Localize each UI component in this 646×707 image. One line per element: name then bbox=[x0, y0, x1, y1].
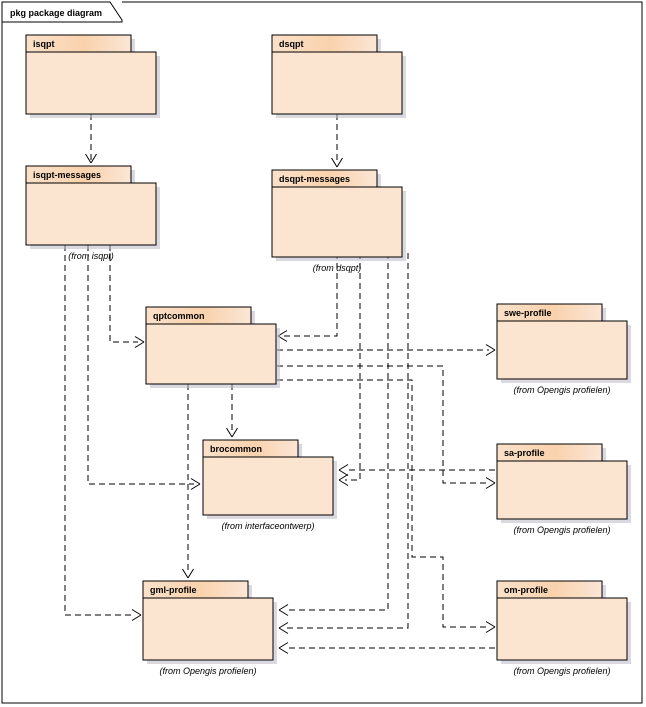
package-body[interactable] bbox=[496, 460, 628, 520]
dependency-arrowhead bbox=[485, 621, 496, 628]
dependency-line bbox=[285, 253, 389, 611]
dependency-dsqpt-messages-to-brocommon bbox=[338, 253, 361, 486]
dependency-line bbox=[109, 245, 138, 343]
package-name-label: isqpt-messages bbox=[33, 170, 101, 180]
dependency-arrowhead bbox=[134, 336, 145, 343]
frame-tab-label: pkg package diagram bbox=[10, 8, 102, 18]
package-from-label: (from Opengis profielen) bbox=[513, 666, 610, 676]
dependency-arrowhead bbox=[278, 604, 289, 611]
package-isqpt-messages[interactable]: isqpt-messages (from isqpt) bbox=[25, 165, 160, 261]
dependency-om-profile-to-gml-profile bbox=[278, 642, 495, 654]
package-name-label: swe-profile bbox=[504, 308, 552, 318]
dependency-arrowhead bbox=[485, 344, 496, 351]
dependency-arrowhead bbox=[485, 477, 496, 484]
dependency-arrowhead bbox=[190, 478, 201, 485]
package-name-label: brocommon bbox=[210, 444, 262, 454]
package-body[interactable] bbox=[202, 456, 334, 516]
dependency-isqpt-messages-to-brocommon bbox=[87, 245, 201, 490]
dependency-arrowhead bbox=[278, 647, 289, 654]
dependency-arrowhead bbox=[338, 469, 349, 476]
dependency-arrowhead bbox=[231, 427, 238, 438]
dependency-arrowhead bbox=[278, 609, 289, 616]
frame-tab bbox=[1, 1, 123, 23]
package-om-profile[interactable]: om-profile (from Opengis profielen) bbox=[496, 580, 631, 676]
package-dsqpt[interactable]: dsqpt bbox=[271, 34, 406, 118]
package-body[interactable] bbox=[271, 186, 403, 258]
dependency-arrowhead bbox=[90, 153, 97, 164]
dependency-line bbox=[285, 253, 409, 629]
dependency-arrowhead bbox=[131, 614, 142, 621]
dependency-qptcommon-to-swe-profile bbox=[277, 344, 496, 356]
dependency-arrowhead bbox=[187, 568, 194, 579]
package-isqpt[interactable]: isqpt bbox=[25, 34, 160, 118]
dependency-arrowhead bbox=[485, 349, 496, 356]
dependency-arrowhead bbox=[131, 609, 142, 616]
package-name-label: dsqpt bbox=[279, 39, 304, 49]
dependency-arrowhead bbox=[190, 483, 201, 490]
dependency-arrowhead bbox=[331, 157, 338, 168]
dependency-dsqpt-messages-to-gml-profile-a bbox=[278, 253, 389, 616]
dependency-arrowhead bbox=[485, 626, 496, 633]
dependency-arrowhead bbox=[338, 474, 349, 481]
dependency-dsqpt-to-dsqpt-messages bbox=[331, 114, 343, 168]
dependency-line bbox=[64, 245, 135, 616]
dependency-qptcommon-to-gml-profile bbox=[182, 384, 194, 579]
dependency-isqpt-to-isqpt-messages bbox=[85, 114, 97, 164]
package-name-label: gml-profile bbox=[150, 585, 197, 595]
package-body[interactable] bbox=[142, 597, 274, 661]
dependency-isqpt-messages-to-gml-profile bbox=[64, 245, 142, 621]
package-body[interactable] bbox=[25, 51, 157, 115]
dependency-arrowhead bbox=[338, 464, 349, 471]
dependency-arrowhead bbox=[485, 482, 496, 489]
dependency-qptcommon-to-brocommon bbox=[226, 384, 238, 438]
package-from-label: (from Opengis profielen) bbox=[513, 525, 610, 535]
dependency-arrowhead bbox=[226, 427, 233, 438]
package-body[interactable] bbox=[496, 597, 628, 661]
package-gml-profile[interactable]: gml-profile (from Opengis profielen) bbox=[142, 580, 277, 676]
package-name-label: om-profile bbox=[504, 585, 548, 595]
package-name-label: sa-profile bbox=[504, 448, 545, 458]
dependency-qptcommon-to-om-profile bbox=[277, 379, 496, 633]
package-body[interactable] bbox=[496, 320, 628, 380]
package-body[interactable] bbox=[271, 51, 403, 115]
dependency-arrowhead bbox=[278, 642, 289, 649]
package-brocommon[interactable]: brocommon (from interfaceontwerp) bbox=[202, 439, 337, 531]
dependency-isqpt-messages-to-qptcommon bbox=[109, 245, 145, 348]
package-from-label: (from Opengis profielen) bbox=[513, 385, 610, 395]
package-body[interactable] bbox=[145, 323, 277, 385]
dependency-arrowhead bbox=[278, 627, 289, 634]
package-dsqpt-messages[interactable]: dsqpt-messages (from dsqpt) bbox=[271, 169, 406, 273]
package-from-label: (from interfaceontwerp) bbox=[221, 521, 314, 531]
package-sa-profile[interactable]: sa-profile (from Opengis profielen) bbox=[496, 443, 631, 535]
dependency-arrowhead bbox=[278, 622, 289, 629]
package-name-label: qptcommon bbox=[153, 311, 205, 321]
package-body[interactable] bbox=[25, 182, 157, 246]
dependency-layer bbox=[64, 114, 496, 654]
package-from-label: (from isqpt) bbox=[68, 251, 114, 261]
package-from-label: (from Opengis profielen) bbox=[159, 666, 256, 676]
dependency-arrowhead bbox=[182, 568, 189, 579]
package-qptcommon[interactable]: qptcommon bbox=[145, 306, 280, 388]
package-swe-profile[interactable]: swe-profile (from Opengis profielen) bbox=[496, 303, 631, 395]
dependency-arrowhead bbox=[336, 157, 343, 168]
package-from-label: (from dsqpt) bbox=[313, 263, 362, 273]
dependency-arrowhead bbox=[134, 341, 145, 348]
dependency-dsqpt-messages-to-gml-profile-b bbox=[278, 253, 409, 634]
dependency-brocommon-to-sa-profile-link bbox=[338, 464, 495, 476]
dependency-line bbox=[284, 253, 338, 337]
package-layer: isqpt dsqpt isqpt-messages (from isqpt) dsqp… bbox=[25, 34, 631, 676]
dependency-line bbox=[277, 379, 489, 628]
dependency-arrowhead bbox=[85, 153, 92, 164]
dependency-line bbox=[345, 253, 361, 481]
package-name-label: dsqpt-messages bbox=[279, 174, 350, 184]
dependency-arrowhead bbox=[338, 479, 349, 486]
package-name-label: isqpt bbox=[33, 39, 55, 49]
